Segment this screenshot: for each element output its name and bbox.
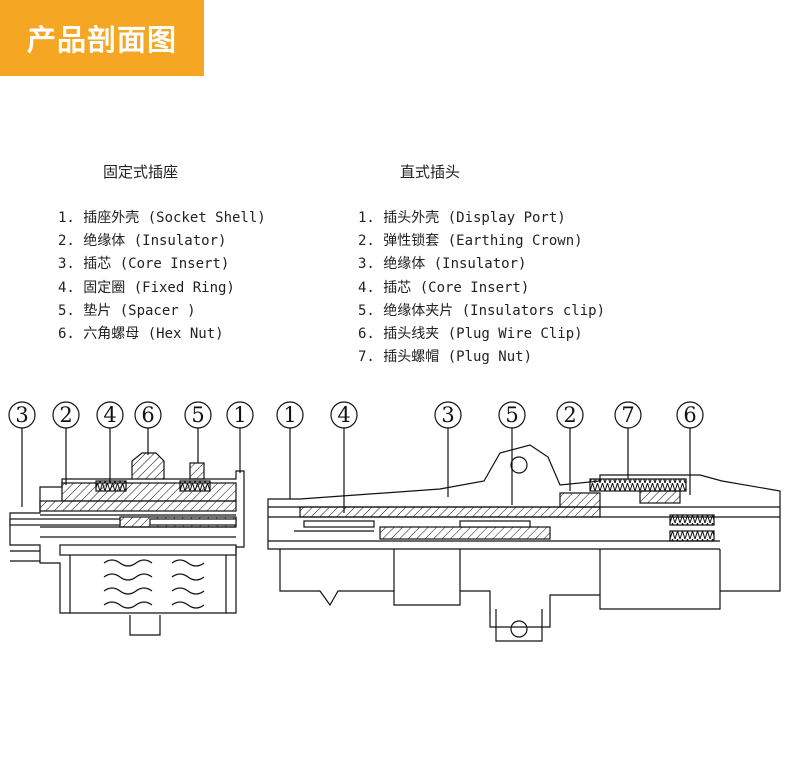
socket-part-4: 4. 固定圈 (Fixed Ring) <box>58 279 235 296</box>
plug-part-3: 3. 绝缘体 (Insulator) <box>358 256 527 273</box>
plug-parts-legend: 1. 插头外壳 (Display Port) 2. 弹性锁套 (Earthing… <box>358 207 605 369</box>
socket-part-2: 2. 绝缘体 (Insulator) <box>58 233 227 250</box>
plug-part-1: 1. 插头外壳 (Display Port) <box>358 210 566 226</box>
plug-callout-2: 2 <box>563 403 576 427</box>
fixed-socket-drawing <box>9 428 245 636</box>
plug-part-6: 6. 插头线夹 (Plug Wire Clip) <box>358 325 583 342</box>
socket-callout-1: 1 <box>233 403 246 427</box>
socket-part-1: 1. 插座外壳 (Socket Shell) <box>58 210 266 226</box>
socket-callout-6: 6 <box>141 403 154 427</box>
plug-callout-4: 4 <box>337 403 350 427</box>
section-title-banner: 产品剖面图 <box>0 0 204 76</box>
socket-callout-4: 4 <box>103 403 116 427</box>
plug-column-title: 直式插头 <box>400 163 461 181</box>
plug-callout-5: 5 <box>505 403 518 427</box>
cross-section-drawing: 3 2 4 6 5 1 1 4 3 5 2 7 6 <box>8 401 781 642</box>
socket-column-title: 固定式插座 <box>103 163 179 181</box>
socket-part-3: 3. 插芯 (Core Insert) <box>58 256 230 273</box>
socket-parts-legend: 1. 插座外壳 (Socket Shell) 2. 绝缘体 (Insulator… <box>58 207 266 346</box>
plug-part-5: 5. 绝缘体夹片 (Insulators clip) <box>358 302 606 319</box>
socket-part-6: 6. 六角螺母 (Hex Nut) <box>58 325 224 342</box>
plug-part-4: 4. 插芯 (Core Insert) <box>358 279 530 296</box>
plug-callout-6: 6 <box>683 403 696 427</box>
plug-callout-7: 7 <box>621 403 634 427</box>
socket-callout-5: 5 <box>191 403 204 427</box>
socket-part-5: 5. 垫片 (Spacer ) <box>58 302 196 319</box>
plug-callouts: 1 4 3 5 2 7 6 <box>276 401 704 429</box>
socket-callout-2: 2 <box>59 403 72 427</box>
plug-callout-3: 3 <box>441 403 454 427</box>
socket-callouts: 3 2 4 6 5 1 <box>8 401 254 429</box>
plug-part-2: 2. 弹性锁套 (Earthing Crown) <box>358 233 583 250</box>
straight-plug-drawing <box>267 428 781 642</box>
socket-callout-3: 3 <box>15 403 28 427</box>
plug-callout-1: 1 <box>283 403 296 427</box>
plug-part-7: 7. 插头螺帽 (Plug Nut) <box>358 349 533 366</box>
